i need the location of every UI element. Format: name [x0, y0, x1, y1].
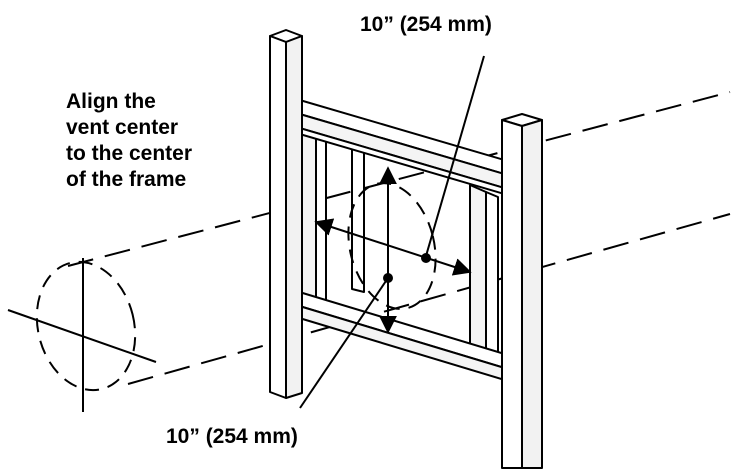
inner-stud-right	[469, 184, 499, 357]
pipe-upper-edge	[67, 91, 731, 267]
horizontal-double-arrow	[314, 218, 472, 276]
left-post	[269, 29, 303, 399]
bottom-dimension-label: 10” (254 mm)	[166, 425, 298, 448]
bottom-leader-line	[299, 277, 389, 409]
instruction-line-3: to the center	[66, 142, 192, 165]
pipe-lower-edge	[127, 213, 731, 385]
top-dimension-label: 10” (254 mm)	[360, 13, 492, 36]
instruction-line-4: of the frame	[66, 168, 186, 191]
vent-pipe-outline	[67, 91, 731, 385]
frame-center-dot	[421, 253, 431, 263]
instruction-line-1: Align the	[66, 90, 156, 113]
instruction-label: Align the vent center to the center of t…	[66, 90, 192, 191]
vent-center-dot	[383, 273, 393, 283]
dimension-arrows	[314, 166, 472, 334]
top-header-board	[285, 95, 519, 199]
top-leader-line	[425, 55, 485, 257]
crosshair-horizontal	[7, 309, 157, 363]
leader-lines	[299, 55, 485, 409]
vent-end-crosshair	[7, 258, 157, 412]
vent-end-circle	[35, 260, 137, 392]
right-post	[501, 113, 543, 469]
instruction-line-2: vent center	[66, 116, 178, 139]
wood-frame	[269, 29, 543, 469]
inner-stud-left	[299, 133, 327, 306]
vent-circles	[35, 260, 137, 392]
inner-stud-mid	[351, 143, 365, 293]
